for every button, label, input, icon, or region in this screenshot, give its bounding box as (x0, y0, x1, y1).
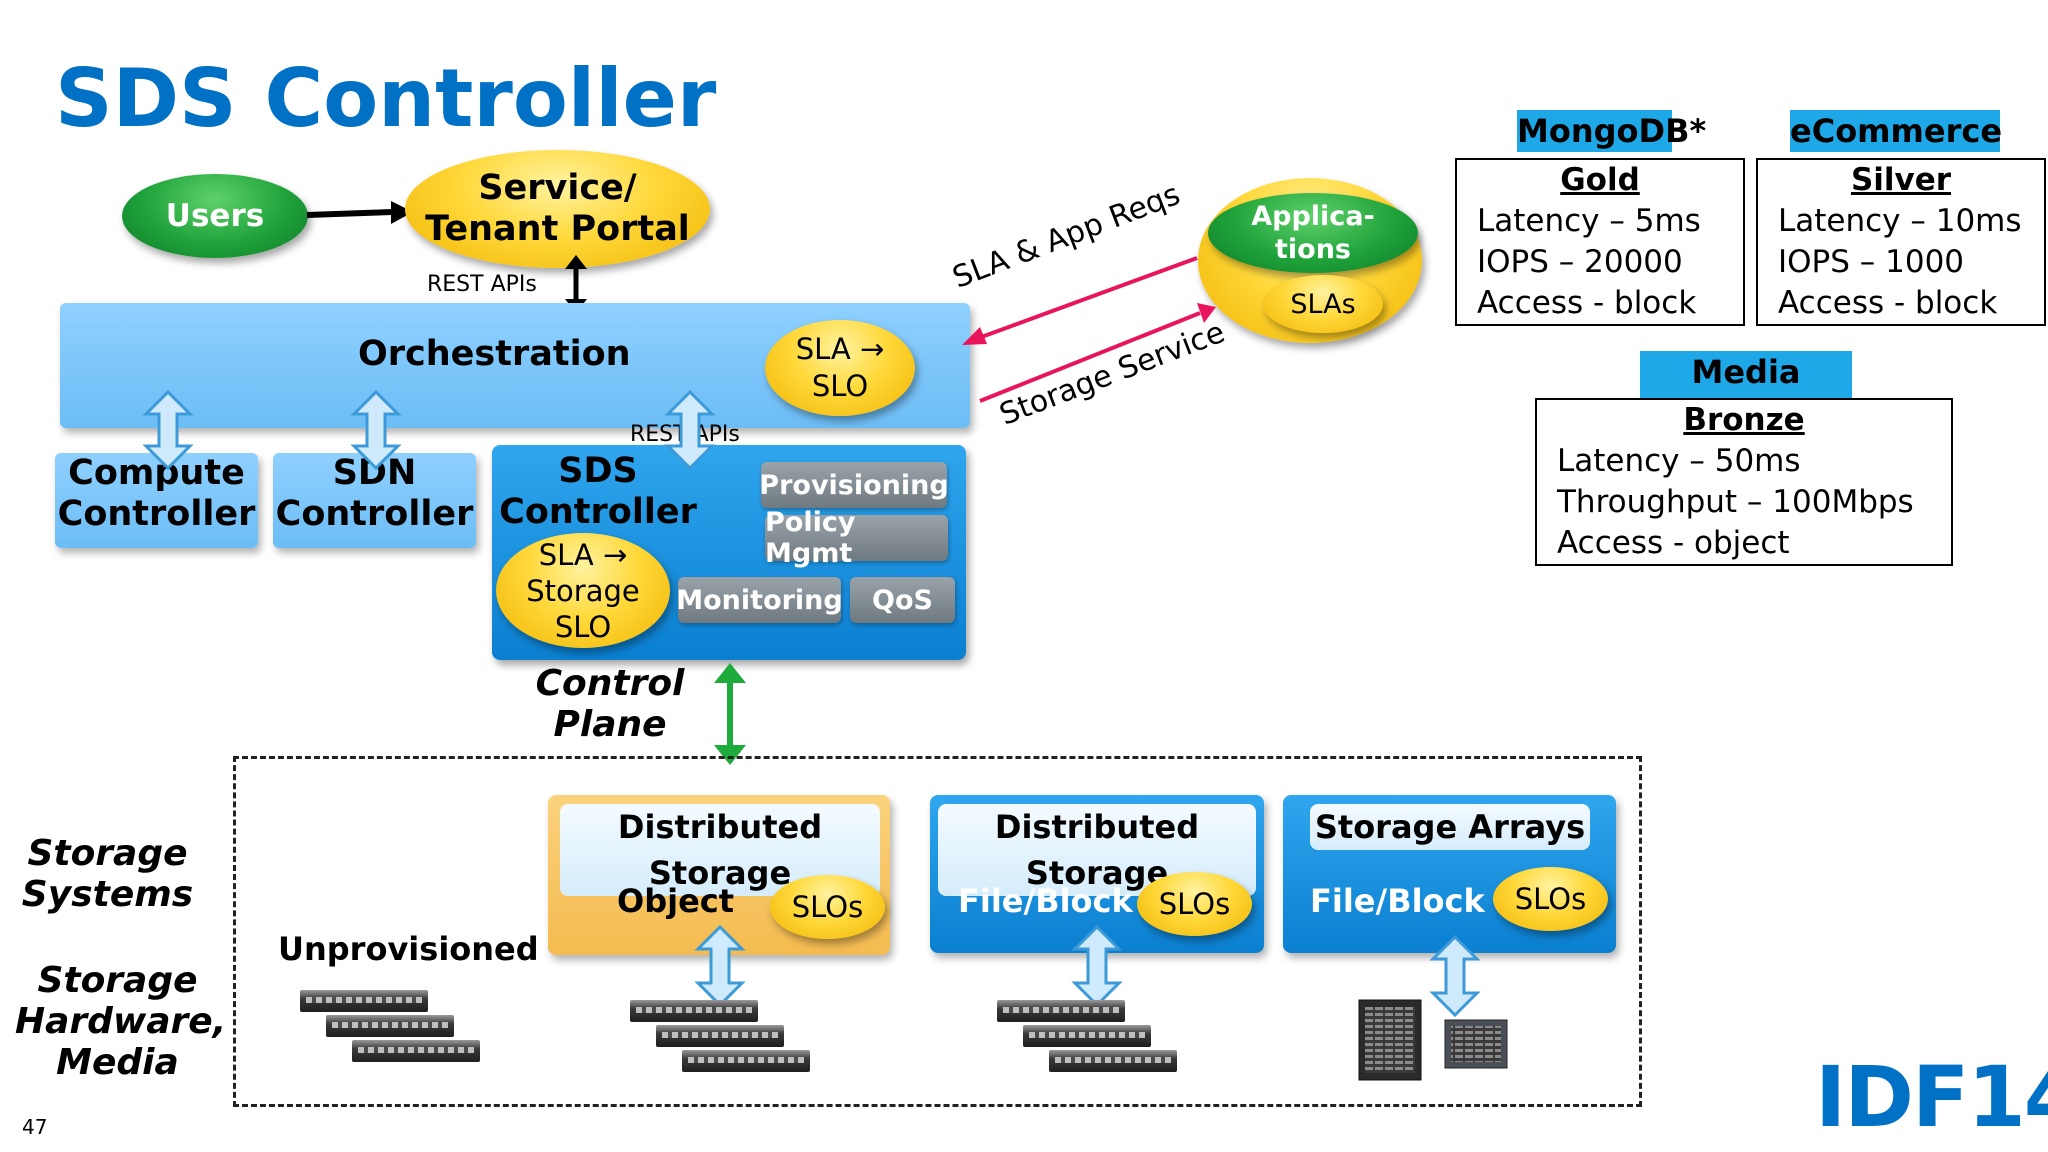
page-title: SDS Controller (55, 52, 717, 145)
sdn-orchestration-arrow (350, 390, 402, 470)
users-label: Users (165, 198, 265, 234)
tier-bronze-line1: Latency – 50ms (1557, 443, 1801, 479)
storage-system-fileblock-slos: SLOs (1137, 872, 1252, 936)
rest-apis-top-label: REST APIs (427, 272, 537, 297)
compute-line2: Controller (57, 494, 256, 534)
storage-hw-line1: Storage (37, 960, 198, 1001)
storage-hardware-label: Storage Hardware, Media (15, 960, 227, 1083)
arrays-hw-arrow (1429, 935, 1481, 1017)
server-rack (1023, 1025, 1151, 1047)
tenant-portal-node: Service/ Tenant Portal (405, 150, 710, 268)
tier-bronze-line2: Throughput – 100Mbps (1557, 484, 1914, 520)
storage-systems-line2: Systems (21, 874, 194, 915)
server-rack (656, 1025, 784, 1047)
tier-bronze-line3: Access - object (1557, 525, 1790, 561)
sla-slo-line2: SLO (811, 369, 869, 403)
slos-label: SLOs (791, 890, 864, 924)
sdn-line2: Controller (275, 494, 474, 534)
storage-systems-label: Storage Systems (15, 833, 200, 915)
storage-array-hardware (1358, 999, 1508, 1081)
tier-gold-line3: Access - block (1477, 285, 1697, 321)
sds-sla-line1: SLA → (538, 537, 628, 572)
storage-hw-line2: Hardware, (15, 1001, 227, 1042)
sla-slo-line1: SLA → (795, 332, 885, 366)
storage-system-object-type: Object (617, 882, 735, 920)
qos-box: QoS (850, 577, 955, 623)
idf14-logo: IDF14 (1815, 1048, 2048, 1146)
storage-system-fileblock-type: File/Block (958, 882, 1133, 920)
control-plane-arrow (714, 663, 746, 765)
tier-silver-line2: IOPS – 1000 (1778, 244, 1965, 280)
server-rack (300, 990, 428, 1012)
tier-gold-box: Gold Latency – 5ms IOPS – 20000 Access -… (1455, 158, 1745, 326)
sdn-controller-panel (273, 453, 476, 548)
users-node: Users (122, 174, 308, 258)
provisioning-box: Provisioning (759, 462, 949, 508)
tier-gold-line2: IOPS – 20000 (1477, 244, 1683, 280)
applications-inner: Applica- tions (1208, 193, 1418, 273)
storage-system-arrays-title: Storage Arrays (1310, 804, 1590, 850)
applications-line2: tions (1274, 234, 1351, 265)
tier-silver-name: Silver (1850, 162, 1952, 198)
object-hw-arrow (694, 925, 746, 1007)
orchestration-label: Orchestration (358, 334, 631, 374)
sds-line2: Controller (499, 492, 697, 532)
tier-tag-ecommerce: eCommerce (1790, 110, 2003, 152)
server-rack (682, 1050, 810, 1072)
compute-line1: Compute (68, 453, 245, 493)
monitoring-box: Monitoring (676, 577, 843, 623)
tier-tag-mongodb: MongoDB* (1517, 110, 1707, 152)
tier-gold-name: Gold (1560, 162, 1640, 198)
storage-system-arrays-slos: SLOs (1493, 867, 1608, 931)
storage-region (233, 756, 1642, 1107)
compute-orchestration-arrow (142, 390, 194, 470)
compute-controller-label: Compute Controller (55, 453, 258, 535)
slas-node: SLAs (1263, 275, 1383, 333)
slos-label: SLOs (1158, 887, 1231, 921)
server-rack (352, 1040, 480, 1062)
control-plane-label: Control Plane (525, 663, 695, 745)
applications-line1: Applica- (1251, 201, 1375, 232)
sds-controller-label: SDS Controller (498, 451, 698, 533)
server-rack (326, 1015, 454, 1037)
sla-slo-node: SLA → SLO (765, 320, 915, 416)
slas-label: SLAs (1290, 288, 1356, 320)
tier-silver-box: Silver Latency – 10ms IOPS – 1000 Access… (1756, 158, 2046, 326)
users-to-portal-arrow (306, 201, 413, 224)
slos-label: SLOs (1514, 882, 1587, 916)
unprovisioned-label: Unprovisioned (278, 930, 539, 968)
server-rack (630, 1000, 758, 1022)
tier-bronze-name: Bronze (1683, 402, 1805, 438)
slide-number: 47 (22, 1115, 48, 1139)
portal-line2: Tenant Portal (425, 209, 690, 249)
sds-sla-line2: Storage (526, 573, 640, 608)
control-plane-line1: Control (535, 663, 685, 704)
sds-orchestration-arrow (664, 390, 716, 470)
tier-gold-line1: Latency – 5ms (1477, 203, 1701, 239)
compute-controller-panel (55, 453, 258, 548)
sds-line1: SDS (558, 451, 638, 491)
storage-systems-line1: Storage (27, 833, 188, 874)
storage-system-object-slos: SLOs (770, 875, 885, 939)
fileblock-hw-arrow (1071, 925, 1123, 1007)
tier-bronze-box: Bronze Latency – 50ms Throughput – 100Mb… (1535, 398, 1953, 566)
portal-line1: Service/ (478, 168, 637, 208)
storage-system-object-title: Distributed Storage (560, 804, 880, 896)
policy-mgmt-box: Policy Mgmt (765, 507, 948, 569)
app-service-arrows (962, 256, 1216, 403)
control-plane-line2: Plane (553, 704, 667, 745)
sds-sla-line3: SLO (554, 609, 612, 644)
storage-hw-line3: Media (56, 1042, 179, 1083)
server-rack (1049, 1050, 1177, 1072)
server-rack (997, 1000, 1125, 1022)
sds-sla-node: SLA → Storage SLO (496, 533, 670, 648)
tier-silver-line1: Latency – 10ms (1778, 203, 2022, 239)
storage-system-arrays-type: File/Block (1310, 882, 1485, 920)
tier-silver-line3: Access - block (1778, 285, 1998, 321)
